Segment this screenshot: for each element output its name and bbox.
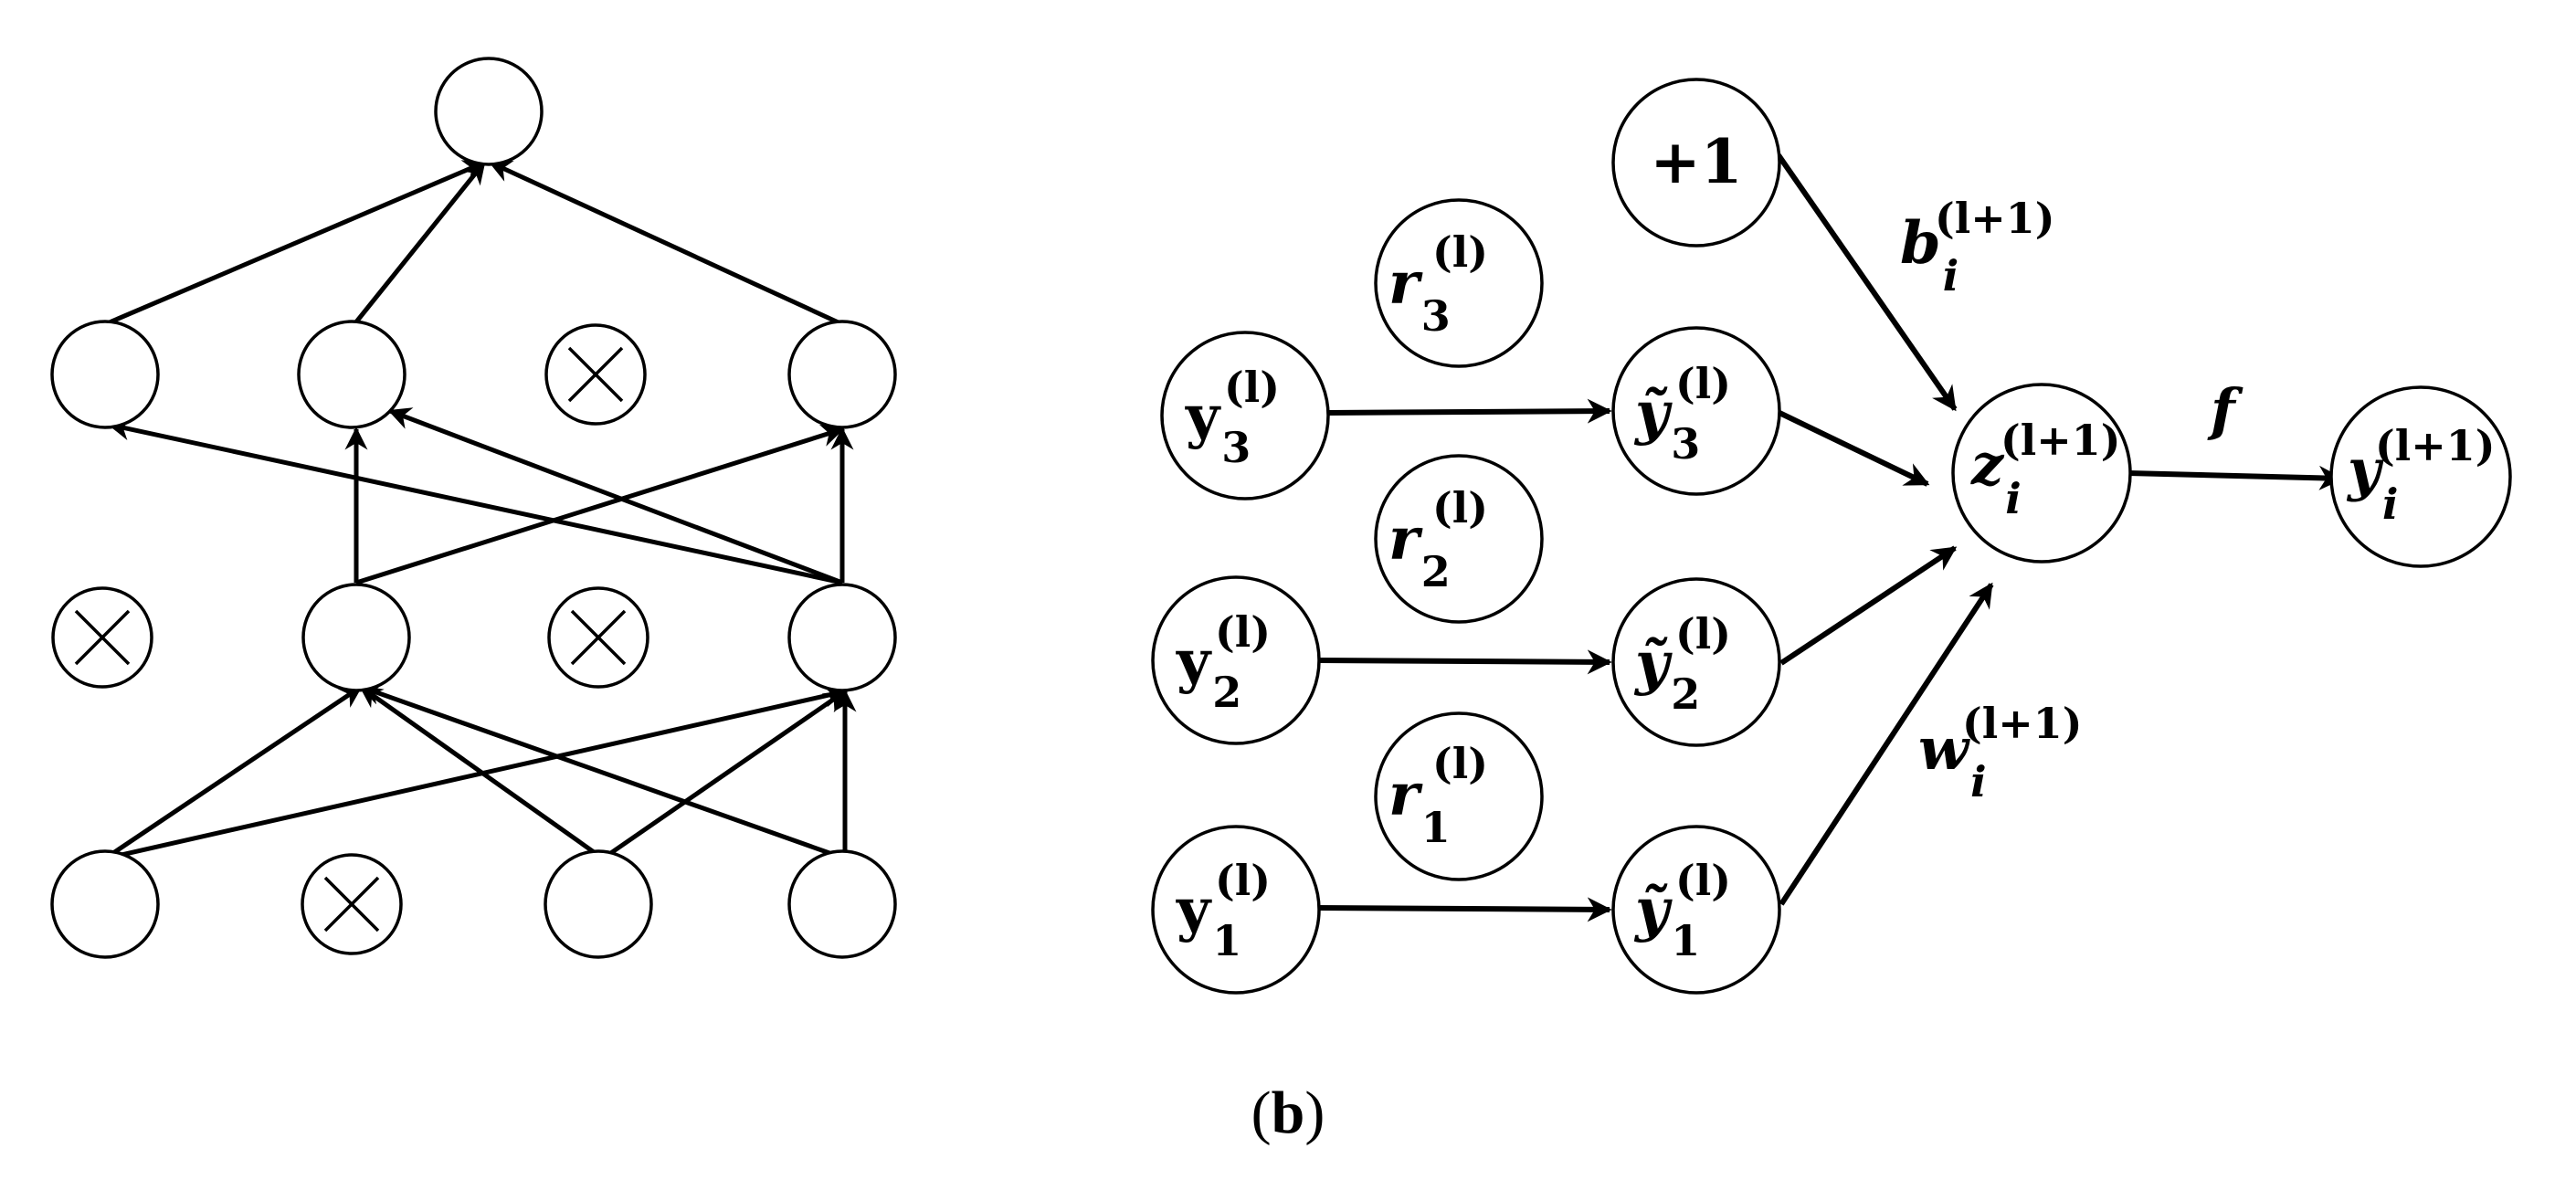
r2-node [1374, 454, 1544, 624]
output-node [434, 57, 544, 166]
r1-label: r1(l) [1388, 739, 1488, 852]
edge-bias-z [1776, 153, 1958, 412]
r2-label: r2(l) [1388, 483, 1488, 596]
weight-label: wi(l+1) [1918, 699, 2083, 806]
edge-yt2-z [1779, 545, 1958, 666]
bias-node [1611, 78, 1781, 248]
hidden2-node-2 [301, 583, 411, 692]
y2-node [1151, 575, 1321, 745]
z-node [1951, 383, 2132, 564]
edge-yt3-z [1778, 410, 1930, 487]
z-label: zi(l+1) [1970, 416, 2121, 523]
edge [355, 424, 845, 585]
yt3-label: ỹ3(l) [1633, 359, 1731, 469]
dropout-network [50, 57, 897, 959]
figure-caption: (b) [1251, 1080, 1325, 1146]
bias-label: +1 [1650, 126, 1742, 197]
activation-label: f [2207, 376, 2243, 443]
edge [488, 160, 844, 327]
y1-node [1151, 825, 1321, 995]
edge [103, 684, 364, 861]
yout-node [2329, 385, 2512, 568]
y3-node [1160, 331, 1330, 500]
edge [104, 160, 487, 327]
y1-label: y1(l) [1176, 856, 1271, 965]
yt1-node [1611, 825, 1781, 995]
edge-y2-yt2 [1319, 649, 1612, 675]
y3-label: y3(l) [1185, 363, 1280, 472]
yt2-label: ỹ2(l) [1633, 609, 1731, 719]
dropout-neuron-model: +1 r3(l) r2(l) r1(l) y3(l) y2(l) y1(l) ỹ… [1151, 78, 2512, 995]
bias-weight-label: bi(l+1) [1900, 194, 2055, 300]
r3-label: r3(l) [1388, 227, 1488, 341]
edge [107, 417, 843, 585]
hidden2-node-4 [787, 583, 897, 692]
drop-x-icon [323, 876, 380, 932]
edge [358, 684, 605, 861]
yt3-node [1611, 326, 1781, 496]
edge [104, 684, 848, 861]
input-node-3 [544, 849, 653, 959]
edge-y1-yt1 [1317, 897, 1612, 922]
hidden1-node-4 [787, 320, 897, 429]
drop-x-icon [570, 609, 627, 666]
input-node-4 [787, 849, 897, 959]
drop-x-icon [74, 609, 131, 666]
edge [601, 689, 848, 861]
edge-y3-yt3 [1328, 398, 1612, 424]
drop-x-icon [567, 346, 624, 403]
hidden1-node-2 [297, 320, 406, 429]
edge [358, 682, 846, 861]
edge [353, 161, 486, 326]
r1-node [1374, 711, 1544, 881]
y2-label: y2(l) [1176, 607, 1271, 717]
r3-node [1374, 198, 1544, 368]
yt2-node [1611, 577, 1781, 747]
yt1-label: ỹ1(l) [1633, 856, 1731, 965]
input-node-1 [50, 849, 160, 959]
hidden1-node-1 [50, 320, 160, 429]
edge-z-yout [2127, 465, 2344, 490]
edge [387, 407, 843, 585]
yout-label: yi(l+1) [2346, 421, 2496, 529]
edge-yt1-z [1779, 582, 1994, 906]
